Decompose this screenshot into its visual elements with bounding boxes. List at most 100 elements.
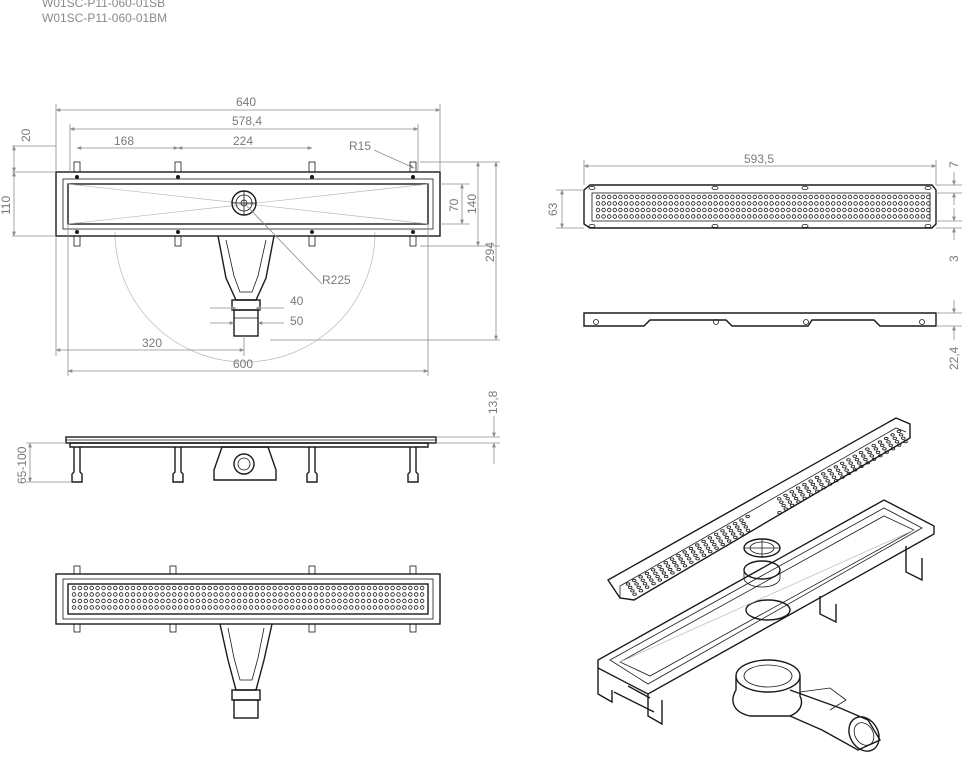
iso-perforation-hole	[896, 429, 902, 433]
perforation-hole	[101, 598, 106, 604]
perforation-hole	[730, 194, 735, 200]
perforation-hole	[679, 201, 685, 206]
perforation-hole	[272, 598, 277, 604]
perforation-hole	[702, 194, 707, 200]
perforation-hole	[118, 598, 124, 604]
perforation-hole	[284, 585, 289, 591]
perforation-hole	[663, 207, 668, 213]
iso-perforation-hole	[714, 546, 719, 550]
iso-perforation-hole	[693, 553, 698, 557]
perforation-hole	[366, 605, 372, 610]
perforation-hole	[730, 214, 735, 219]
perforation-hole	[814, 194, 819, 200]
perforation-hole	[419, 605, 425, 610]
perforation-hole	[909, 207, 914, 213]
perforation-hole	[713, 214, 718, 219]
perforation-hole	[719, 194, 724, 200]
perforation-hole	[758, 214, 763, 219]
perforation-hole	[887, 194, 892, 200]
perforation-hole	[349, 585, 354, 591]
perforation-hole	[160, 605, 165, 610]
perforation-hole	[623, 207, 629, 213]
perforation-hole	[213, 592, 218, 597]
perforation-hole	[646, 201, 651, 206]
perforation-hole	[296, 605, 301, 610]
perforation-hole	[892, 194, 897, 200]
perforation-hole	[887, 201, 892, 206]
perforation-hole	[780, 201, 785, 206]
iso-perforation-hole	[795, 486, 801, 490]
perforation-hole	[915, 214, 920, 219]
iso-perforation-hole	[645, 585, 650, 589]
perforation-hole	[892, 201, 897, 206]
perforation-hole	[707, 201, 713, 206]
side-legs	[71, 447, 419, 483]
perforation-hole	[349, 598, 354, 604]
perforation-hole	[307, 598, 313, 604]
perforation-hole	[236, 592, 242, 597]
perforation-hole	[231, 585, 236, 591]
iso-perforation-hole	[659, 567, 664, 572]
iso-perforation-hole	[796, 500, 801, 504]
perforation-hole	[730, 207, 735, 213]
iso-outlet-pipe	[848, 716, 880, 752]
iso-perforation-hole	[689, 560, 694, 564]
iso-perforation-hole	[691, 550, 696, 554]
perforation-hole	[719, 201, 724, 206]
perforation-hole	[290, 605, 295, 610]
perforation-hole	[248, 598, 254, 604]
dim-outlet-inner: 40	[290, 294, 304, 308]
iso-perforation-hole	[865, 461, 870, 465]
iso-perforation-hole	[630, 589, 635, 593]
perforation-hole	[786, 214, 791, 219]
perforation-hole	[83, 598, 88, 604]
iso-perforation-hole	[676, 567, 681, 572]
perforation-hole	[89, 605, 94, 610]
perforation-hole	[623, 201, 629, 206]
iso-perforation-hole	[657, 564, 662, 568]
perforation-hole	[408, 605, 413, 610]
iso-perforation-hole	[634, 582, 639, 586]
perforation-hole	[260, 592, 265, 597]
perforation-hole	[646, 207, 651, 213]
perforation-hole	[819, 214, 825, 219]
perforation-hole	[920, 214, 925, 219]
perforation-hole	[107, 598, 112, 604]
perforation-hole	[601, 207, 606, 213]
perforation-hole	[791, 194, 797, 200]
iso-perforation-hole	[783, 507, 788, 511]
perforation-hole	[301, 598, 307, 604]
perforation-hole	[301, 592, 307, 597]
iso-perforation-hole	[894, 440, 900, 444]
iso-perforation-hole	[651, 581, 656, 586]
perforation-hole	[219, 598, 224, 604]
iso-perforation-hole	[812, 486, 818, 490]
perforation-hole	[254, 605, 260, 610]
iso-perforation-hole	[731, 532, 736, 536]
perforation-hole	[225, 585, 230, 591]
perforation-hole	[307, 605, 313, 610]
perforation-hole	[752, 201, 757, 206]
perforation-hole	[89, 598, 94, 604]
perforation-hole	[366, 592, 372, 597]
perforation-hole	[242, 592, 248, 597]
perforation-hole	[679, 214, 685, 219]
perforation-hole	[881, 214, 886, 219]
perforation-hole	[183, 598, 189, 604]
perforation-hole	[71, 598, 77, 604]
outlet-pipe	[233, 309, 259, 337]
perforation-hole	[142, 585, 147, 591]
perforation-hole	[825, 214, 830, 219]
perforation-hole	[402, 592, 407, 597]
perforation-hole	[278, 592, 283, 597]
perforation-hole	[71, 585, 77, 591]
perforation-hole	[618, 194, 623, 200]
iso-perforation-hole	[718, 539, 723, 543]
iso-perforation-hole	[670, 571, 675, 575]
perforation-hole	[819, 201, 825, 206]
perforation-hole	[791, 201, 797, 206]
perforation-hole	[674, 194, 679, 200]
perforation-hole	[668, 214, 673, 219]
perforation-hole	[77, 598, 83, 604]
perforation-hole	[378, 592, 383, 597]
